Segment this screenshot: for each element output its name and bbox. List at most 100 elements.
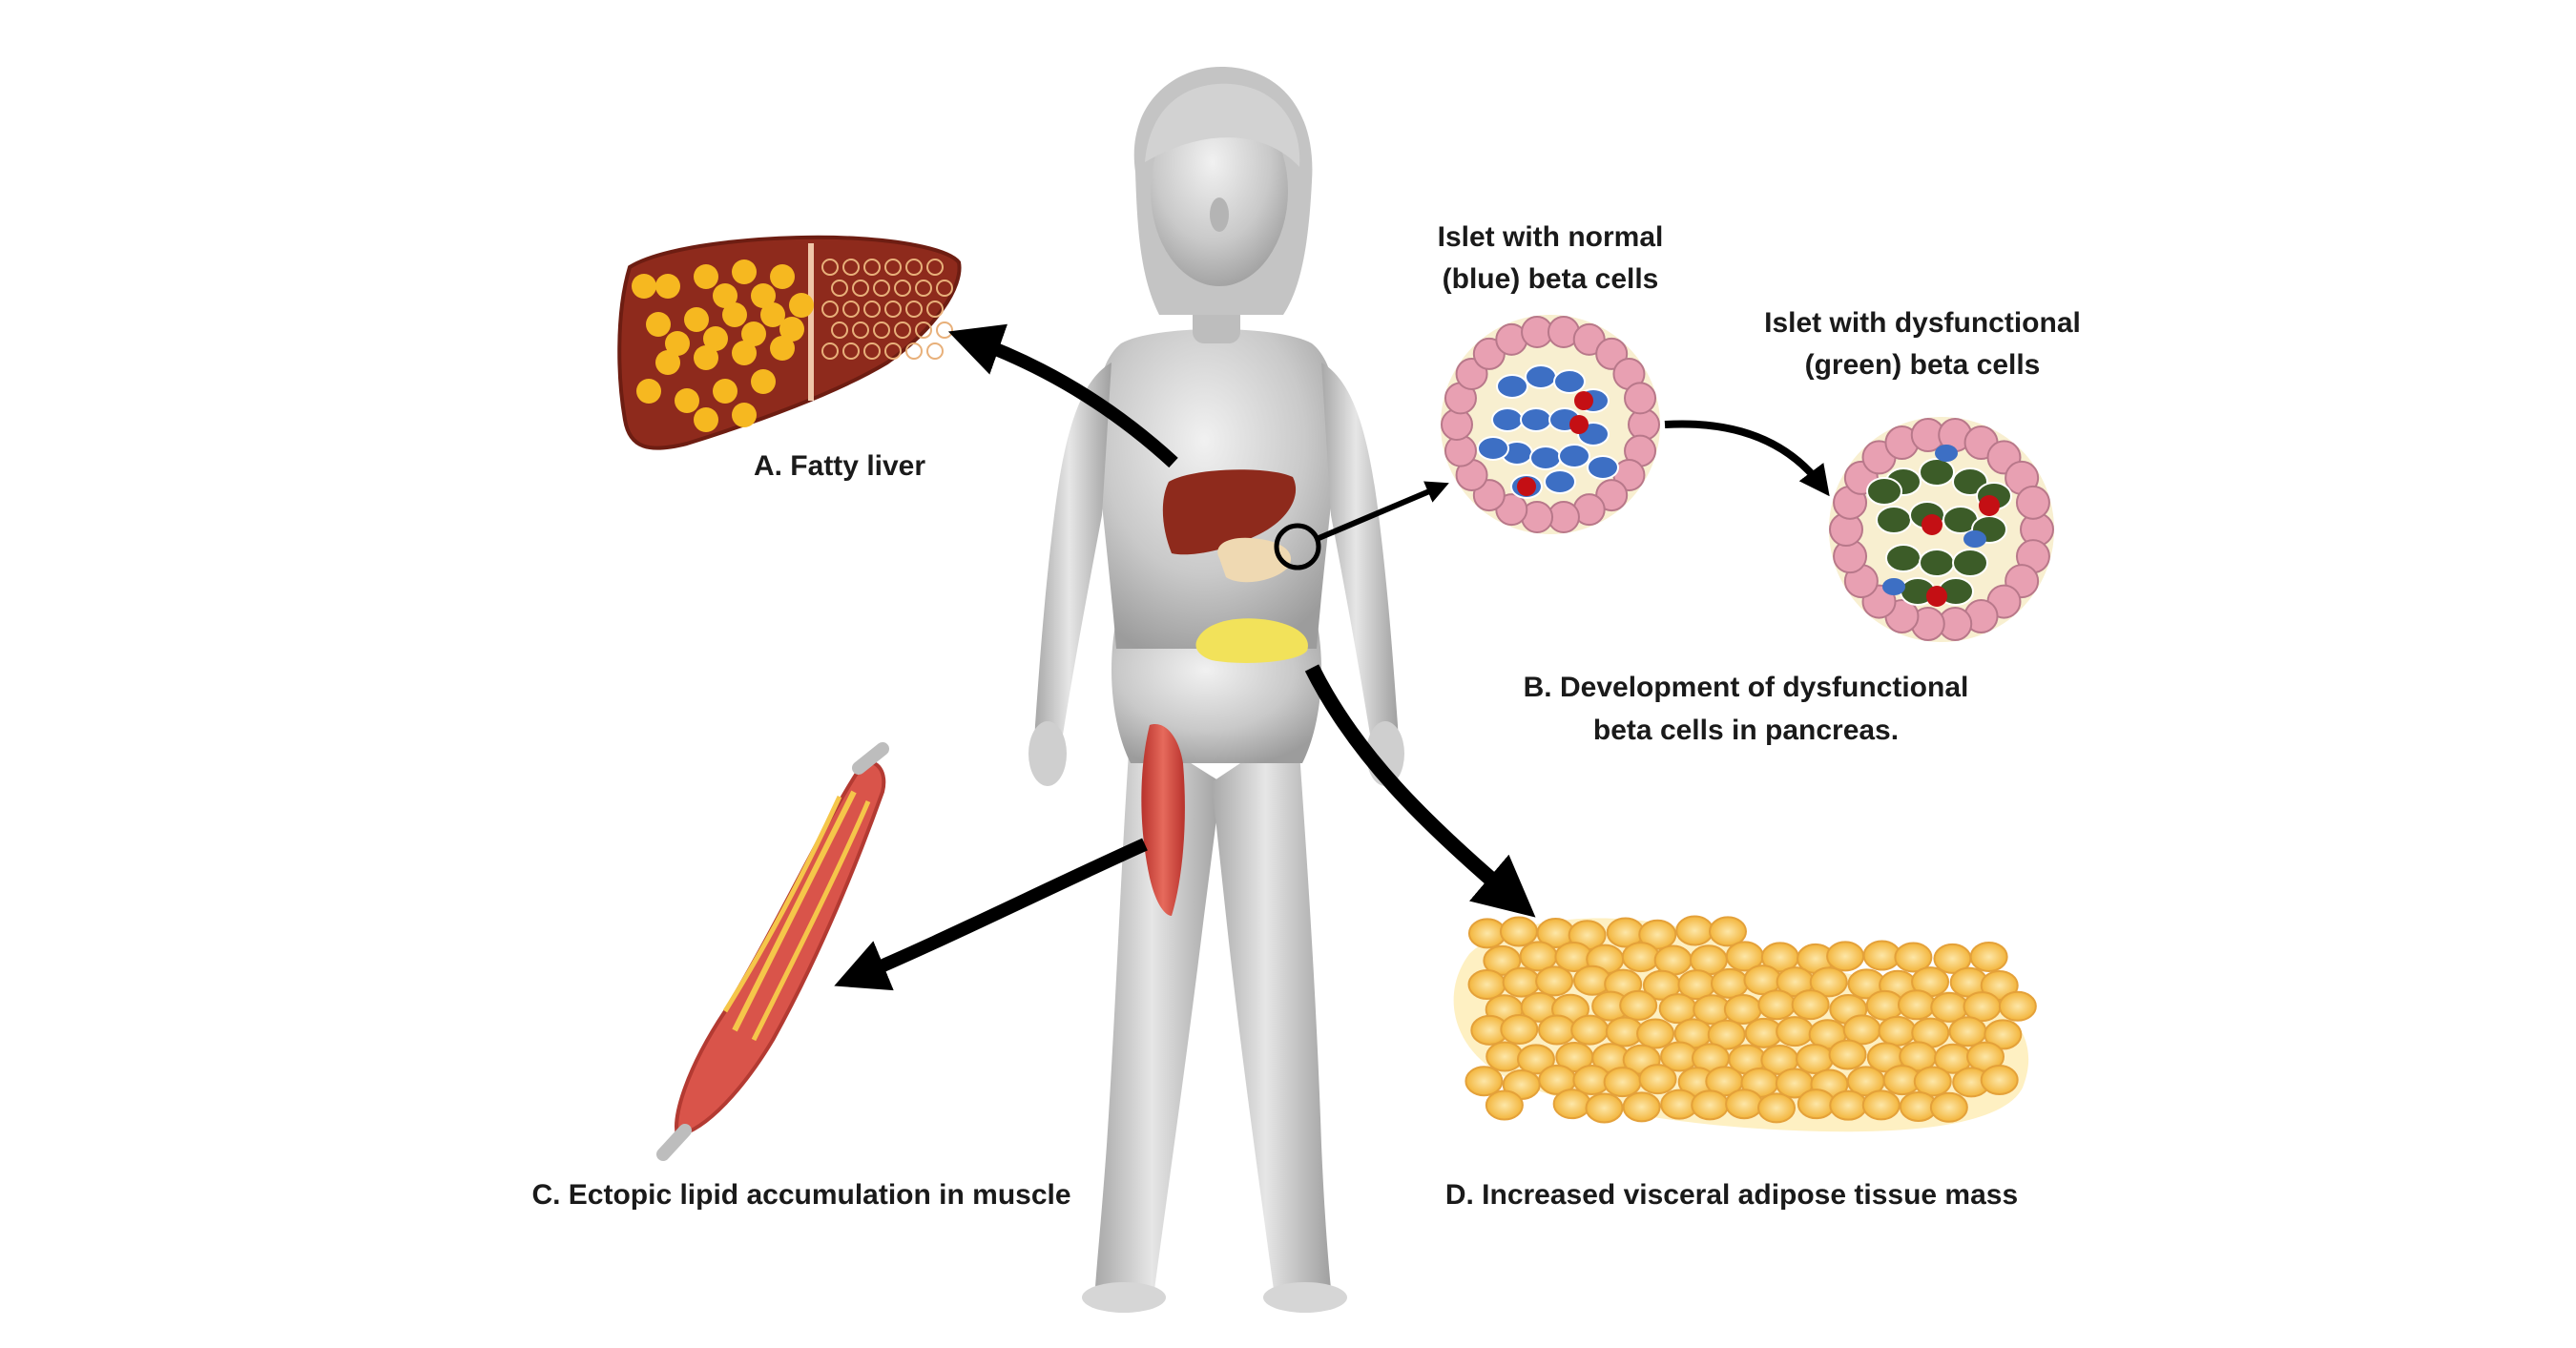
alpha-cell	[1574, 391, 1593, 410]
adipocyte	[1897, 989, 1936, 1021]
dysfunctional-islet-cells	[1829, 418, 2054, 641]
adipocyte	[1603, 1067, 1642, 1098]
dysfunctional-beta-cell	[1919, 549, 1955, 577]
normal-beta-cell	[1558, 444, 1590, 468]
adipocyte	[1796, 1043, 1835, 1074]
fat-droplet	[722, 302, 747, 327]
normal-beta-cell	[1525, 364, 1557, 389]
border-cell	[1624, 382, 1657, 415]
fat-droplet	[732, 341, 757, 365]
adipocyte	[1809, 966, 1848, 998]
fat-droplet	[779, 317, 804, 342]
dysfunctional-beta-cell	[1866, 477, 1902, 506]
muscle-icon	[656, 742, 889, 1161]
hepatocyte	[863, 342, 881, 360]
normal-islet-icon	[1441, 315, 1660, 534]
normal-beta-cell	[1477, 436, 1509, 461]
adipocyte	[1861, 1089, 1901, 1121]
adipocyte	[1499, 916, 1538, 947]
dysfunctional-islet-icon	[1829, 417, 2054, 642]
adipocyte	[1913, 1066, 1952, 1097]
adipocyte	[1570, 1014, 1610, 1046]
normal-beta-cell	[1496, 374, 1528, 399]
fat-droplet	[694, 345, 718, 370]
hepatocyte	[863, 301, 881, 318]
pancreas-label-line1: B. Development of dysfunctional	[1524, 672, 1969, 703]
adipose-label: D. Increased visceral adipose tissue mas…	[1445, 1179, 2018, 1211]
adipocyte	[1776, 1016, 1815, 1047]
adipocyte	[1757, 989, 1797, 1021]
adipocyte	[1516, 1044, 1555, 1075]
adipocyte	[1948, 1016, 1987, 1047]
alpha-cell	[1569, 415, 1589, 434]
hepatocyte	[873, 321, 890, 339]
fat-droplet	[655, 274, 680, 299]
adipocyte	[1638, 1064, 1677, 1095]
hepatocyte	[894, 280, 911, 297]
fat-droplet	[665, 331, 690, 356]
alpha-cell	[1517, 477, 1536, 496]
normal-beta-cell	[1553, 369, 1586, 394]
fat-droplet	[732, 403, 757, 427]
hepatocyte	[842, 301, 860, 318]
fat-droplet	[646, 312, 671, 337]
hepatocyte	[831, 280, 848, 297]
fat-droplet	[703, 326, 728, 351]
adipocyte	[1622, 1091, 1661, 1123]
border-cell	[2015, 485, 2050, 520]
hepatocyte	[905, 259, 923, 276]
adipocyte	[1619, 989, 1658, 1021]
fat-droplet	[751, 283, 776, 308]
adipocyte	[1708, 916, 1747, 947]
arrow-islet-to-islet	[1664, 420, 1830, 497]
fat-droplet	[655, 350, 680, 375]
arrow-to-islet	[1315, 481, 1449, 542]
arrow-icon	[834, 323, 1830, 991]
dysfunctional-islet-label-line1: Islet with dysfunctional	[1764, 307, 2081, 339]
dysfunctional-islet-label-line2: (green) beta cells	[1805, 349, 2041, 381]
adipocyte	[1636, 1018, 1675, 1049]
dysfunctional-beta-cell	[1919, 458, 1955, 487]
liver-icon	[1162, 469, 1297, 555]
adipocyte	[1585, 1092, 1624, 1124]
adipocyte	[1467, 969, 1506, 1001]
alpha-cell	[1922, 514, 1942, 535]
dysfunctional-beta-cell	[1885, 544, 1922, 572]
normal-islet-label-line1: Islet with normal	[1438, 221, 1664, 253]
adipocyte	[1707, 1019, 1746, 1050]
fat-droplet	[694, 407, 718, 432]
fatty-liver-label: A. Fatty liver	[754, 450, 925, 482]
dysfunctional-beta-cell	[1952, 549, 1988, 577]
adipocyte	[1969, 941, 2008, 972]
adipocyte	[1552, 1089, 1591, 1120]
normal-islet-cells	[1441, 315, 1660, 534]
alpha-cell	[1979, 495, 2000, 516]
adipocyte	[1984, 1019, 2023, 1050]
hepatocyte	[863, 259, 881, 276]
hepatocyte	[926, 342, 944, 360]
hepatocyte	[915, 321, 932, 339]
adipocyte	[1828, 1039, 1867, 1070]
pancreas-icon	[1217, 523, 1321, 583]
adipocyte	[1485, 1089, 1524, 1121]
fat-droplet	[713, 283, 737, 308]
hepatocyte	[894, 321, 911, 339]
hepatocyte	[884, 259, 902, 276]
fat-droplet	[732, 259, 757, 284]
fat-droplet	[789, 293, 814, 318]
hepatocyte	[821, 259, 839, 276]
adipocyte	[1878, 1015, 1917, 1047]
adipocyte	[1980, 1064, 2019, 1095]
adipocyte	[1829, 1089, 1868, 1121]
arrow-to-liver	[947, 323, 1178, 468]
hepatocyte	[884, 301, 902, 318]
fat-droplet	[751, 369, 776, 394]
adipocyte	[1757, 1092, 1797, 1124]
arrow-to-adipose	[1304, 664, 1536, 918]
hepatocyte	[821, 301, 839, 318]
dysfunctional-beta-cell	[1876, 506, 1912, 534]
hepatocyte	[873, 280, 890, 297]
adipocyte	[1675, 915, 1714, 946]
normal-islet-label-line2: (blue) beta cells	[1443, 263, 1659, 295]
adipocyte	[1791, 989, 1830, 1021]
